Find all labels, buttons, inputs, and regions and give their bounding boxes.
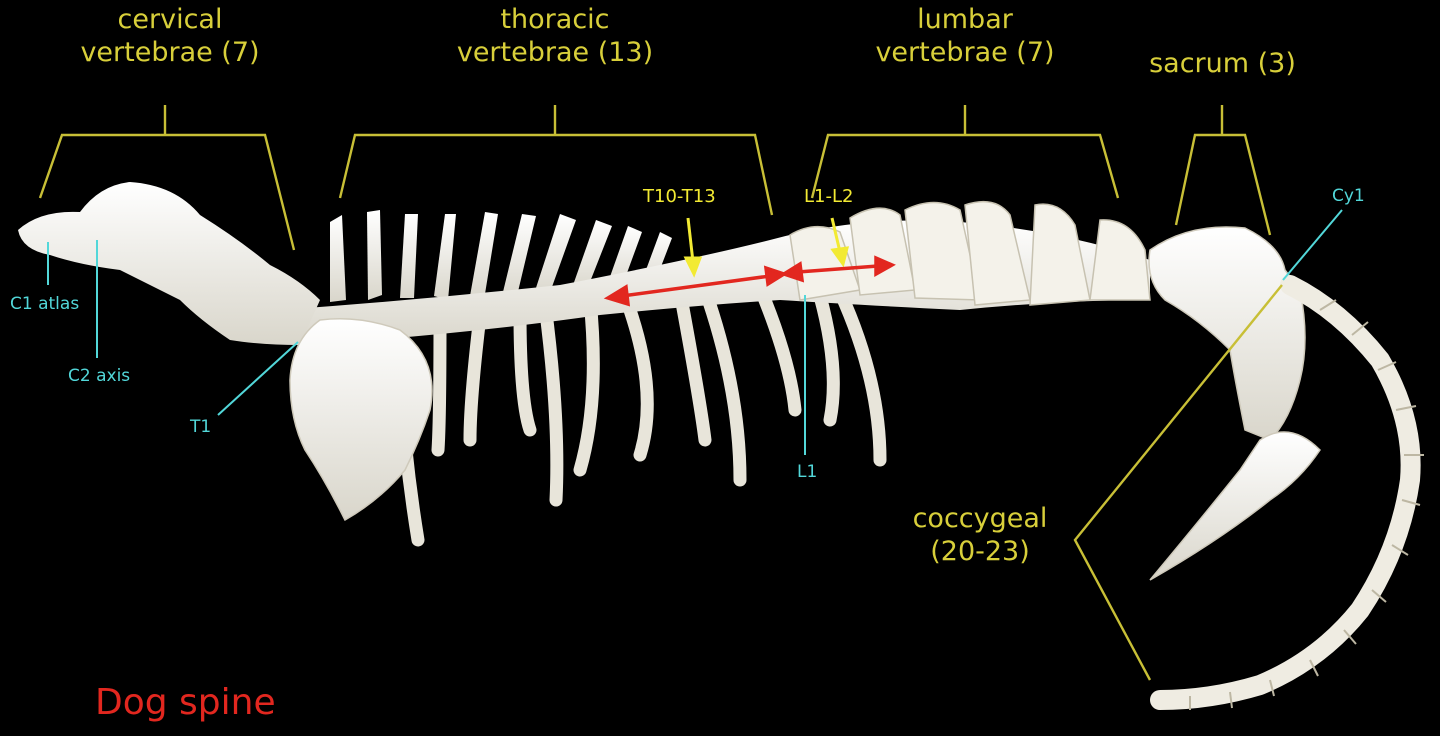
coccygeal-label-line2: (20-23) <box>930 535 1030 567</box>
rib <box>698 283 747 487</box>
diagram-title: Dog spine <box>95 682 276 723</box>
l1-l2-span-head-left <box>779 261 805 283</box>
rib <box>513 305 537 437</box>
rib <box>463 309 487 447</box>
cy1-leader <box>1282 209 1343 281</box>
t10-t13-span-line <box>621 274 771 298</box>
rib <box>813 289 840 427</box>
lumbar-label-line2: vertebrae (7) <box>875 36 1055 68</box>
region-brackets <box>38 105 1283 681</box>
coccygeal-tail <box>1150 275 1421 710</box>
l1-l2-span-head-right <box>874 255 896 277</box>
cervical-label-line2: vertebrae (7) <box>80 36 260 68</box>
scapula <box>289 318 433 522</box>
l1-l2-span-line <box>797 264 879 274</box>
thoracic-label: thoracic vertebrae (13) <box>440 4 670 70</box>
red-arrows <box>603 255 896 307</box>
t1-label: T1 <box>190 417 212 437</box>
thoracic-label-line1: thoracic <box>500 4 610 35</box>
cyan-leaders <box>47 209 1343 455</box>
spinous-process <box>502 214 536 300</box>
cervical-bracket <box>38 133 296 251</box>
spinous-process <box>572 220 612 292</box>
rib <box>753 281 802 417</box>
t10-t13-pointer-head <box>683 256 703 278</box>
lumbar-vertebra <box>1029 203 1091 306</box>
lumbar-vertebra <box>789 226 861 301</box>
sacrum-label-line1: sacrum (3) <box>1149 48 1296 79</box>
l1-l2-label: L1-L2 <box>804 186 854 207</box>
rib <box>833 285 887 467</box>
coccygeal-bracket <box>1073 284 1283 681</box>
cervical-label-line1: cervical <box>117 4 223 35</box>
l1-l2-pointer-line <box>830 217 842 253</box>
pelvis <box>1148 226 1306 441</box>
spinous-process <box>367 210 382 300</box>
lumbar-bracket <box>810 133 1120 199</box>
rib <box>431 315 447 457</box>
spinous-processes <box>330 210 672 302</box>
ischium <box>1149 431 1321 581</box>
cervical-label: cervical vertebrae (7) <box>60 4 280 70</box>
spinous-process <box>470 212 498 300</box>
rib <box>618 289 654 462</box>
sacrum-bracket <box>1174 133 1272 236</box>
l1-label: L1 <box>797 462 818 482</box>
rib <box>673 285 712 447</box>
rib <box>538 298 564 507</box>
lumbar-vertebra <box>1089 219 1151 301</box>
t1-leader <box>217 341 299 416</box>
coccygeal-label: coccygeal (20-23) <box>880 503 1080 569</box>
thoracic-label-line2: vertebrae (13) <box>456 36 654 68</box>
tail-segment-joints <box>1189 299 1424 710</box>
coccygeal-label-line1: coccygeal <box>912 503 1048 534</box>
c2-axis-label: C2 axis <box>68 366 131 386</box>
yellow-pointers <box>683 217 849 278</box>
t10-t13-span-head-right <box>763 265 789 287</box>
lumbar-vertebrae <box>789 200 1151 306</box>
lumbar-label-line1: lumbar <box>917 4 1013 35</box>
spinous-process <box>434 214 456 300</box>
t10-t13-span-head-left <box>603 284 631 307</box>
t10-t13-label: T10-T13 <box>643 186 716 207</box>
lumbar-label: lumbar vertebrae (7) <box>855 4 1075 70</box>
spinous-process <box>330 215 346 302</box>
spinous-process <box>400 214 418 298</box>
c1-atlas-label: C1 atlas <box>10 294 80 314</box>
cy1-label: Cy1 <box>1332 186 1365 206</box>
cervical-vertebrae <box>18 182 320 345</box>
l1-l2-pointer-head <box>830 246 849 268</box>
rib <box>573 293 600 477</box>
t10-t13-pointer-line <box>686 217 695 263</box>
spinous-process <box>534 214 576 298</box>
sacrum-label: sacrum (3) <box>1130 48 1315 81</box>
lumbar-vertebra <box>964 200 1031 306</box>
